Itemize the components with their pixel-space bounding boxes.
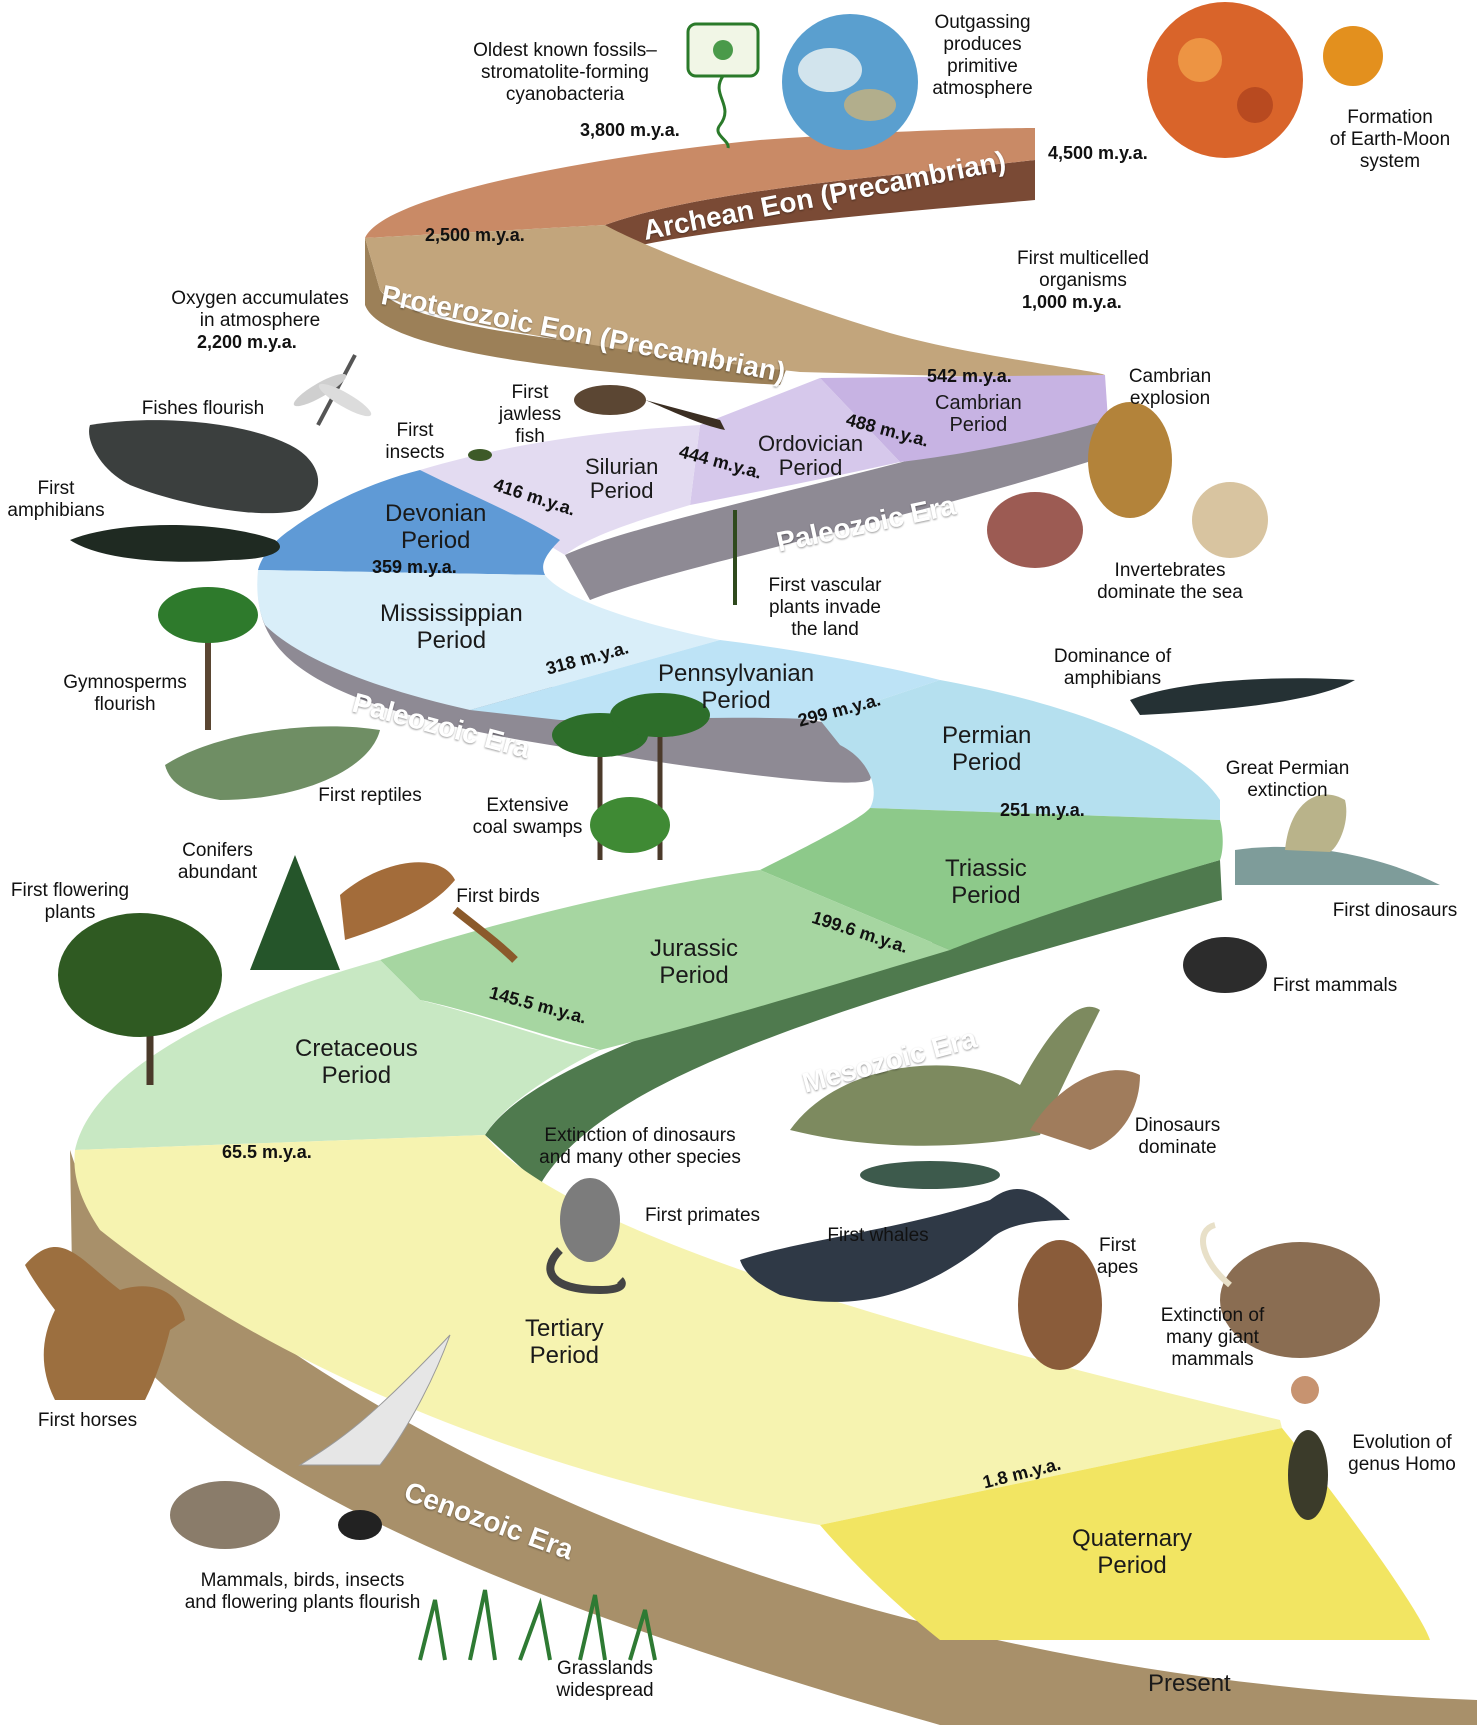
first-dinosaurs-caption: First dinosaurs <box>1320 900 1470 922</box>
gymnosperms-caption: Gymnosperms flourish <box>50 672 200 716</box>
amphibian-icon <box>70 525 280 562</box>
triassic-period-label: Triassic Period <box>945 855 1027 909</box>
birds-caption: First birds <box>448 886 548 908</box>
insects-caption: First insects <box>375 420 455 464</box>
first-mammals-caption: First mammals <box>1260 975 1410 997</box>
primates-caption: First primates <box>635 1205 770 1227</box>
date-359: 359 m.y.a. <box>372 557 457 578</box>
amphibian-dominance-caption: Dominance of amphibians <box>1040 646 1185 690</box>
horses-caption: First horses <box>30 1410 145 1432</box>
permian-extinction-caption: Great Permian extinction <box>1215 758 1360 802</box>
jawless-fish-icon <box>574 385 725 430</box>
flowering-plants-caption: First flowering plants <box>0 880 140 924</box>
apes-caption: First apes <box>1090 1235 1145 1279</box>
date-2500: 2,500 m.y.a. <box>425 225 525 246</box>
dinosaurs-dominate-caption: Dinosaurs dominate <box>1125 1115 1230 1159</box>
jurassic-period-label: Jurassic Period <box>650 935 738 989</box>
oxygen-caption: Oxygen accumulates in atmosphere <box>150 288 370 332</box>
date-251: 251 m.y.a. <box>1000 800 1085 821</box>
date-2200: 2,200 m.y.a. <box>197 332 297 353</box>
reptiles-caption: First reptiles <box>305 785 435 807</box>
pennsylvanian-period-label: Pennsylvanian Period <box>658 660 814 714</box>
giant-mammals-caption: Extinction of many giant mammals <box>1150 1305 1275 1371</box>
date-4500: 4,500 m.y.a. <box>1048 143 1148 164</box>
spider-icon <box>338 1510 382 1540</box>
dimetrodon-icon <box>1235 794 1440 885</box>
jawless-caption: First jawless fish <box>490 382 570 448</box>
earth-moon-caption: Formation of Earth-Moon system <box>1315 107 1465 173</box>
outgassing-caption: Outgassing produces primitive atmosphere <box>920 12 1045 100</box>
cretaceous-period-label: Cretaceous Period <box>295 1035 418 1089</box>
quaternary-period-label: Quaternary Period <box>1072 1525 1192 1579</box>
tertiary-period-label: Tertiary Period <box>525 1315 604 1369</box>
placoderm-fish-icon <box>89 420 318 513</box>
mississippian-period-label: Mississippian Period <box>380 600 523 654</box>
amphibians-caption: First amphibians <box>0 478 112 522</box>
insect-icon <box>468 449 492 461</box>
cyanobacteria-icon <box>688 24 758 148</box>
dragonfly-icon <box>291 355 375 425</box>
fishes-caption: Fishes flourish <box>128 398 278 420</box>
date-1000: 1,000 m.y.a. <box>1022 292 1122 313</box>
present-label: Present <box>1148 1670 1231 1697</box>
flourish-caption: Mammals, birds, insects and flowering pl… <box>165 1570 440 1614</box>
vascular-caption: First vascular plants invade the land <box>755 575 895 641</box>
oldest-fossils-caption: Oldest known fossils– stromatolite-formi… <box>455 40 675 106</box>
multicelled-caption: First multicelled organisms <box>998 248 1168 292</box>
dino-extinction-caption: Extinction of dinosaurs and many other s… <box>520 1125 760 1169</box>
conifers-caption: Conifers abundant <box>170 840 265 884</box>
devonian-period-label: Devonian Period <box>385 500 486 554</box>
homo-caption: Evolution of genus Homo <box>1338 1432 1466 1476</box>
ordovician-period-label: Ordovician Period <box>758 432 863 480</box>
date-3800: 3,800 m.y.a. <box>580 120 680 141</box>
date-65-5: 65.5 m.y.a. <box>222 1142 312 1163</box>
cambrian-period-label: Cambrian Period <box>935 392 1022 436</box>
cambrian-explosion-caption: Cambrian explosion <box>1120 366 1220 410</box>
mammal-icon <box>1183 937 1267 993</box>
coal-swamps-caption: Extensive coal swamps <box>460 795 595 839</box>
early-earth-icon <box>782 14 918 150</box>
silurian-period-label: Silurian Period <box>585 455 658 503</box>
invertebrates-caption: Invertebrates dominate the sea <box>1085 560 1255 604</box>
whales-caption: First whales <box>818 1225 938 1247</box>
running-human-icon <box>1288 1376 1328 1520</box>
date-542: 542 m.y.a. <box>927 366 1012 387</box>
coyote-icon <box>170 1481 280 1549</box>
permian-period-label: Permian Period <box>942 722 1031 776</box>
grasslands-caption: Grasslands widespread <box>540 1658 670 1702</box>
